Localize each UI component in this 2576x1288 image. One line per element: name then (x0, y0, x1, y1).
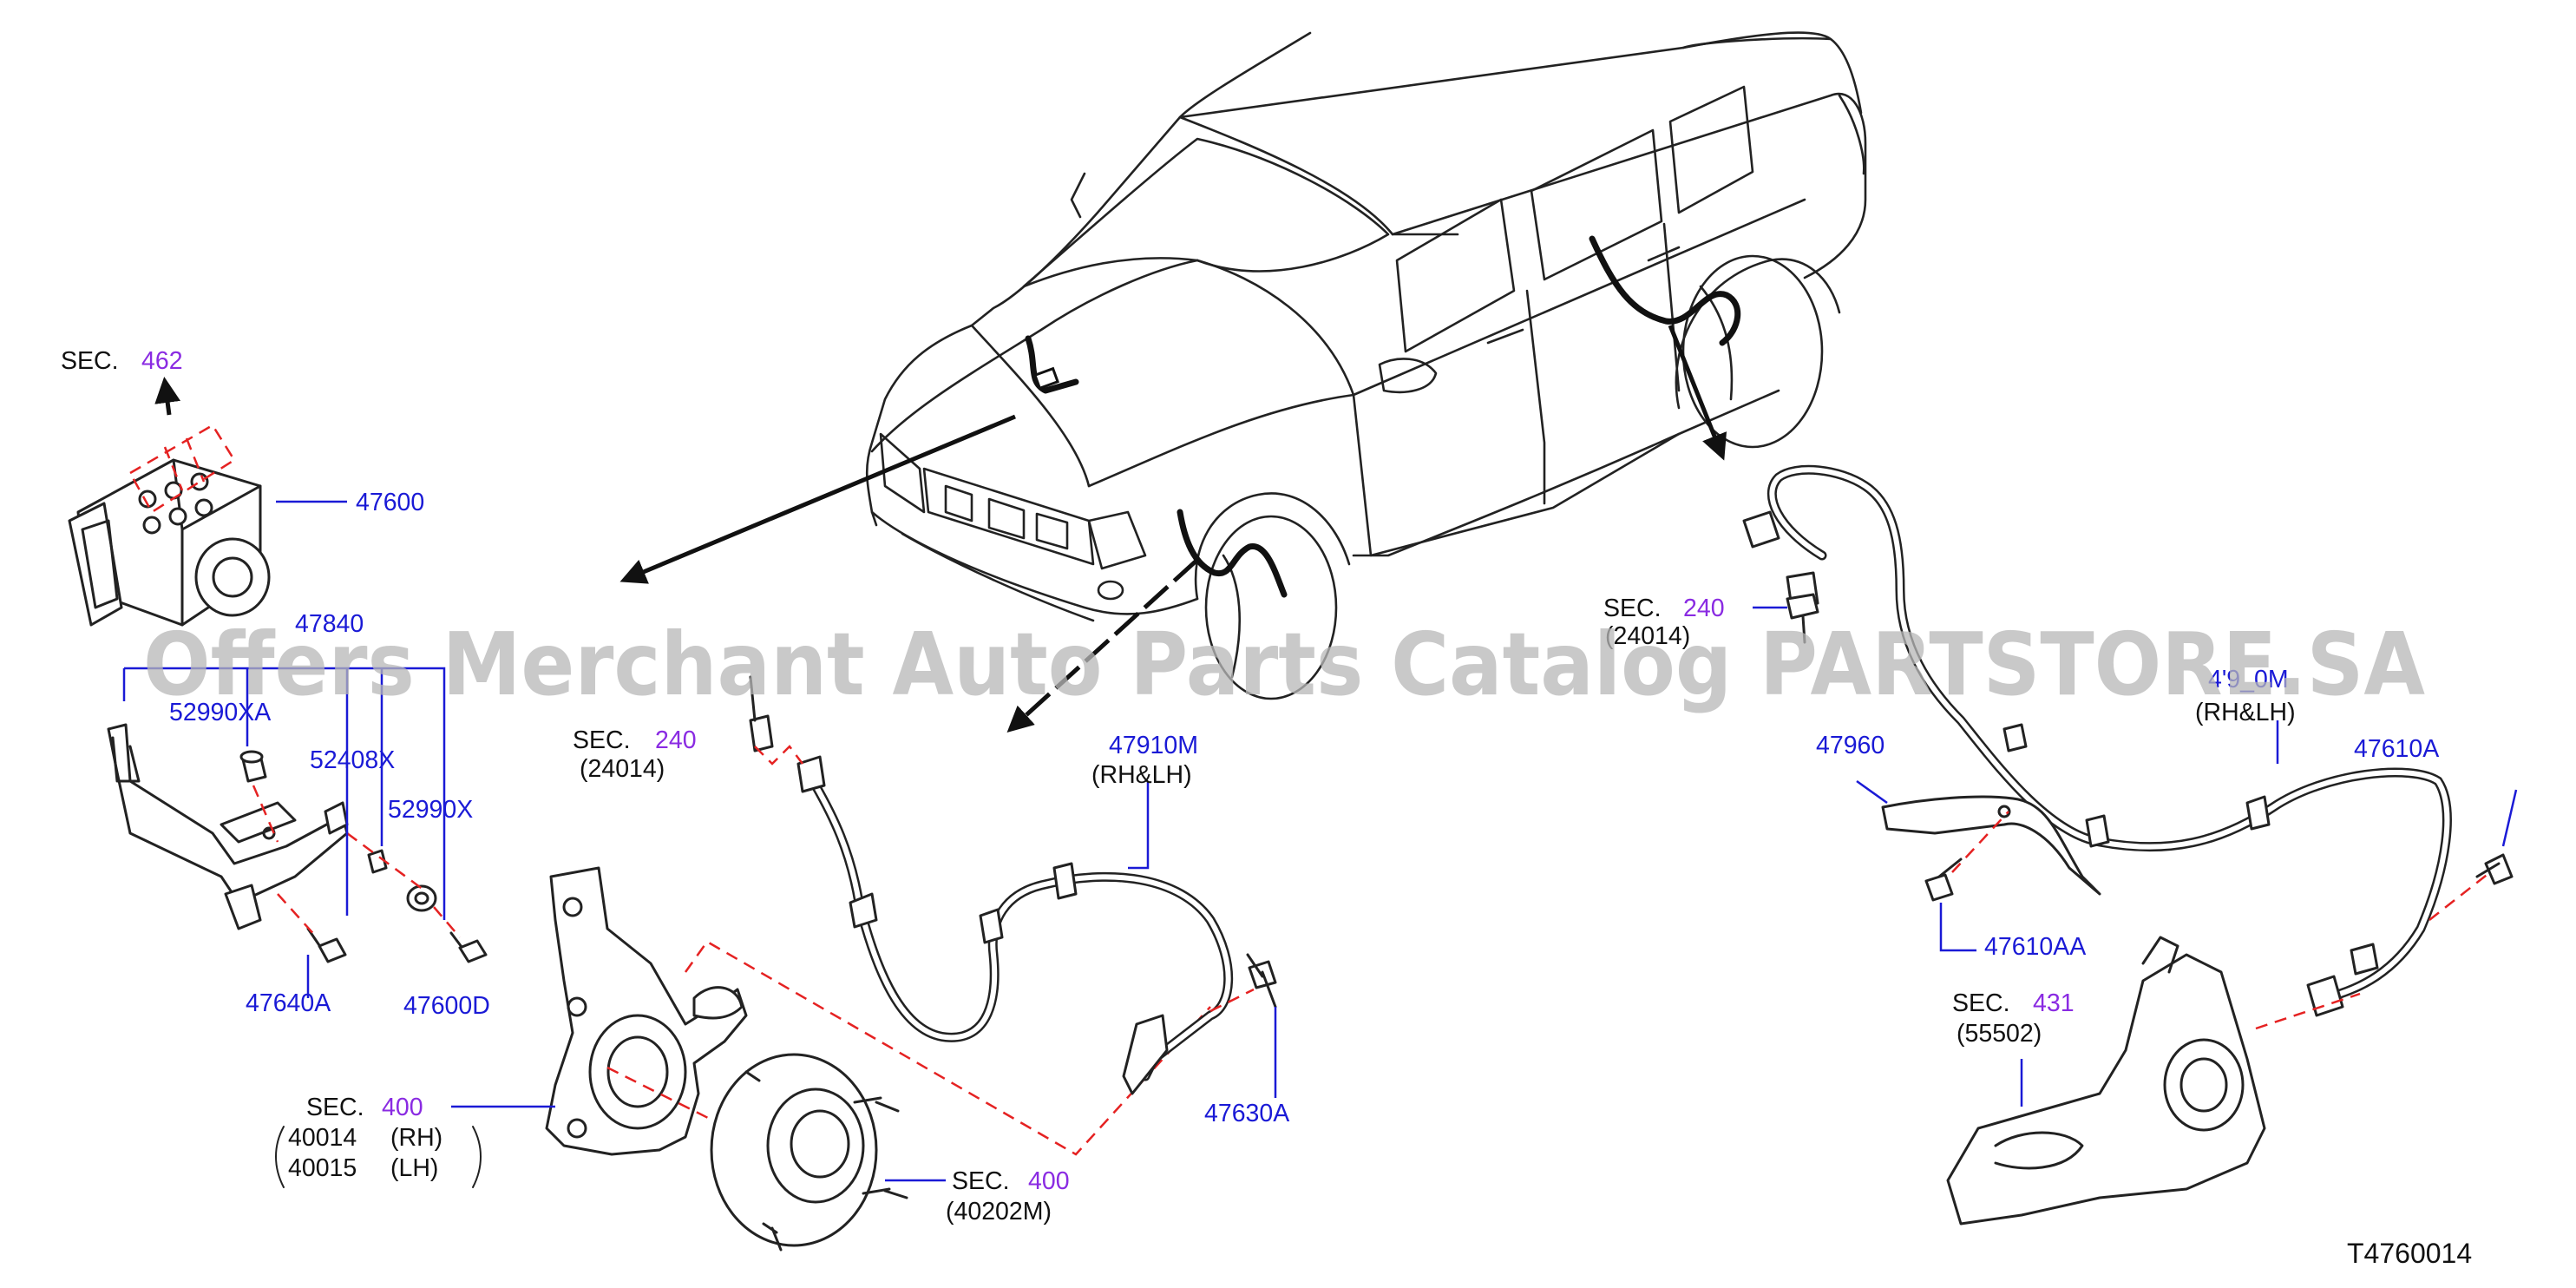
abs-bracket (107, 723, 349, 930)
sec-prefix-400-hub: SEC. (952, 1167, 1010, 1195)
sec-400-knuckle: 400 (382, 1094, 423, 1121)
grommet-52990x (406, 884, 437, 912)
sec-prefix-400-knuckle: SEC. (306, 1094, 364, 1121)
sec-240-center: 240 (655, 726, 697, 754)
sec-240-right-sub: (24014) (1605, 622, 1690, 650)
part-4790m: 4'9_0M (2208, 666, 2289, 693)
wheel-hub (710, 1053, 908, 1252)
sec-462: 462 (141, 347, 183, 375)
sec-431: 431 (2033, 989, 2075, 1017)
part-52990xa: 52990XA (169, 699, 271, 726)
part-4790m-side: (RH&LH) (2195, 699, 2296, 726)
diagram-code: T4760014 (2347, 1238, 2472, 1269)
sec-431-sub: (55502) (1957, 1020, 2042, 1048)
sec-400-sub2-side: (LH) (390, 1154, 438, 1182)
sec-prefix-240-right: SEC. (1603, 595, 1662, 622)
front-wheel-sensor (749, 714, 1234, 1095)
sec-400-sub2: 40015 (288, 1154, 357, 1182)
part-47610aa: 47610AA (1984, 933, 2086, 961)
part-47960: 47960 (1816, 732, 1884, 759)
vehicle-illustration (865, 31, 1867, 700)
sec-400-sub1: 40014 (288, 1124, 357, 1152)
sec-400-hub: 400 (1028, 1167, 1070, 1195)
abs-actuator-assembly (68, 424, 271, 627)
grommet-52990xa (239, 750, 267, 783)
part-47610a: 47610A (2354, 735, 2439, 763)
sec-400-hub-sub: (40202M) (946, 1198, 1052, 1226)
part-47600d: 47600D (403, 992, 490, 1020)
callout-arrows (154, 325, 1727, 733)
sec-240-center-sub: (24014) (580, 755, 665, 783)
part-47600: 47600 (356, 489, 424, 516)
steering-knuckle (545, 866, 748, 1156)
sec-prefix-462: SEC. (61, 347, 119, 375)
sec-prefix-240-center: SEC. (573, 726, 631, 754)
sensor-bracket-47960 (1881, 795, 2101, 896)
sec-240-right: 240 (1683, 595, 1725, 622)
labels: SEC. 462 47600 47840 52990XA 52408X 5299… (61, 347, 2472, 1269)
rear-wheel-sensor (1742, 464, 2452, 1017)
part-47630a: 47630A (1204, 1100, 1289, 1127)
part-52408x: 52408X (310, 746, 395, 774)
bolt-47640a (306, 927, 347, 963)
leader-lines (122, 500, 2518, 1182)
watermark-text: Offers Merchant Auto Parts Catalog PARTS… (143, 614, 2425, 715)
bolt-47610aa (1924, 858, 1963, 902)
part-47910m: 47910M (1109, 732, 1198, 759)
sec-prefix-431: SEC. (1952, 989, 2010, 1017)
rear-knuckle (1946, 936, 2266, 1226)
collar-52408x (367, 849, 388, 874)
rear-connector (1786, 593, 1819, 644)
part-47910m-side: (RH&LH) (1091, 761, 1192, 789)
bolt-47630a (1246, 953, 1277, 1009)
sec-400-sub1-side: (RH) (390, 1124, 442, 1152)
part-47840: 47840 (295, 610, 364, 638)
bolt-47610a (2475, 853, 2514, 885)
part-52990x: 52990X (388, 796, 473, 824)
part-47640a: 47640A (246, 989, 331, 1017)
bolt-47600d (449, 931, 488, 963)
